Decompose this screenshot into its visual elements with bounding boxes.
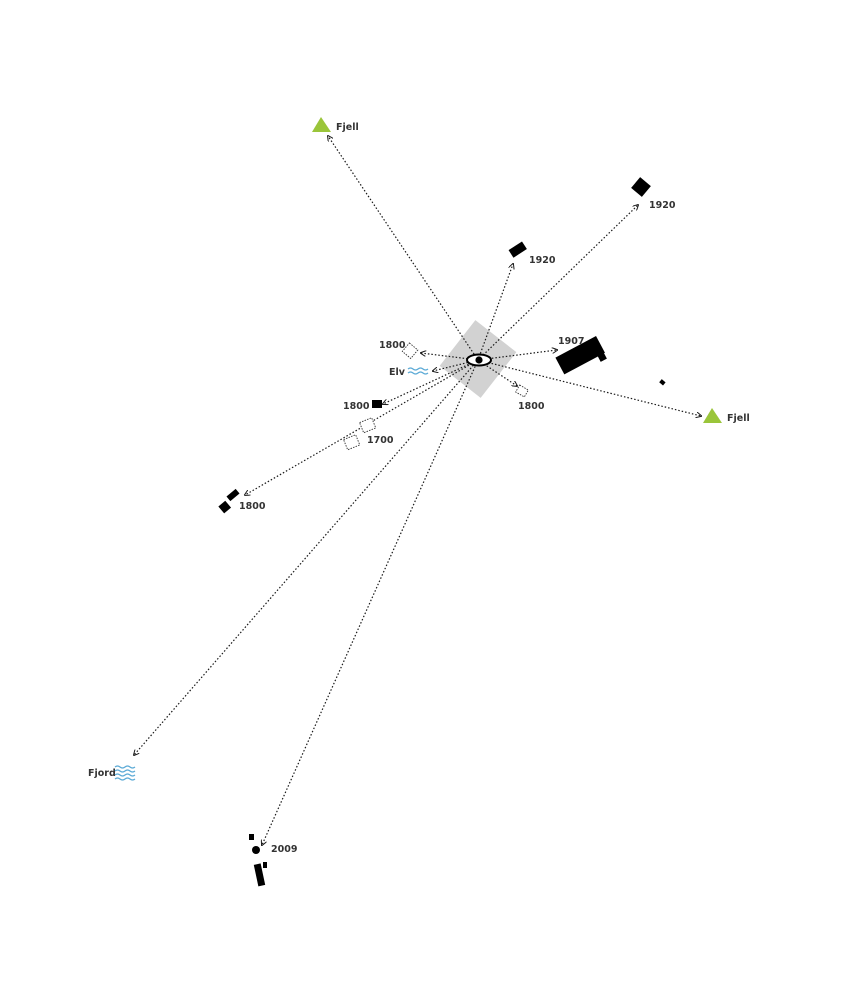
building-small-marker [659, 379, 666, 386]
building-1800-right [515, 384, 529, 398]
label-elv: Elv [389, 367, 406, 378]
ray-fjord [134, 359, 479, 755]
label-1800-right: 1800 [518, 401, 545, 412]
ray-1907 [477, 350, 557, 361]
building-1700 [342, 417, 377, 451]
ray-1920-top [477, 205, 638, 361]
sight-rays [134, 136, 701, 845]
label-1800-upper-left: 1800 [379, 340, 406, 351]
water-waves-icon-fjord [114, 765, 136, 781]
ray-2009 [262, 359, 479, 845]
building-2009 [249, 834, 267, 887]
label-1800-far-left: 1800 [239, 501, 266, 512]
building-1920-top [631, 177, 651, 197]
ray-1920-mid [477, 264, 513, 361]
label-fjell-right: Fjell [727, 413, 750, 424]
building-1920-mid [508, 241, 527, 258]
label-1700: 1700 [367, 435, 394, 446]
ray-fjell-top [328, 136, 479, 361]
label-1920-top: 1920 [649, 200, 676, 211]
ray-1800-far-left [245, 359, 479, 495]
building-1907 [555, 336, 607, 375]
label-fjell-top: Fjell [336, 122, 359, 133]
ray-fjell-right [477, 359, 701, 416]
building-1800-left [372, 400, 382, 408]
building-1800-far-left [218, 488, 240, 514]
mountain-icon-right [703, 408, 722, 423]
label-2009: 2009 [271, 844, 297, 855]
label-1800-left: 1800 [343, 401, 370, 412]
building-1800-upper-left [401, 342, 419, 360]
mountain-icon-top [312, 117, 331, 132]
eye-icon [466, 353, 492, 367]
label-1920-mid: 1920 [529, 255, 556, 266]
water-waves-icon-elv [407, 367, 429, 375]
label-fjord: Fjord [88, 768, 116, 779]
label-1907: 1907 [558, 336, 584, 347]
ray-1800-upper-left [421, 353, 479, 361]
